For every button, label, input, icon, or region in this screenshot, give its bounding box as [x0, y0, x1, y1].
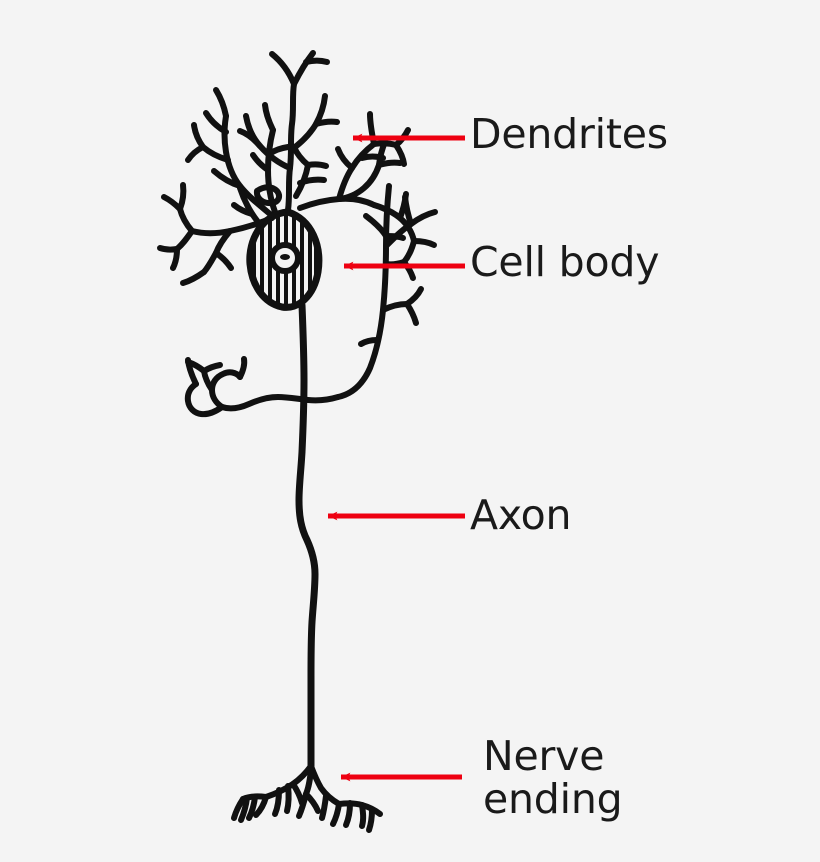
- label-nerve-ending-line-2: ending: [483, 775, 623, 824]
- dendrite-tree-lower: [184, 183, 438, 418]
- axon-shaft: [295, 301, 319, 770]
- label-dendrites: Dendrites: [470, 110, 668, 158]
- neuron-body: [157, 50, 438, 833]
- label-arrows: [327, 133, 465, 782]
- cell-body-soma: [246, 208, 323, 311]
- soma-nucleolus: [280, 254, 290, 260]
- label-cell-body: Cell body: [470, 238, 660, 286]
- dendrite-tree-upper: [157, 50, 437, 286]
- label-axon: Axon: [470, 491, 572, 539]
- label-nerve-ending-line-1: Nerve: [483, 732, 605, 780]
- axon: [295, 301, 319, 770]
- nerve-endings: [231, 763, 383, 833]
